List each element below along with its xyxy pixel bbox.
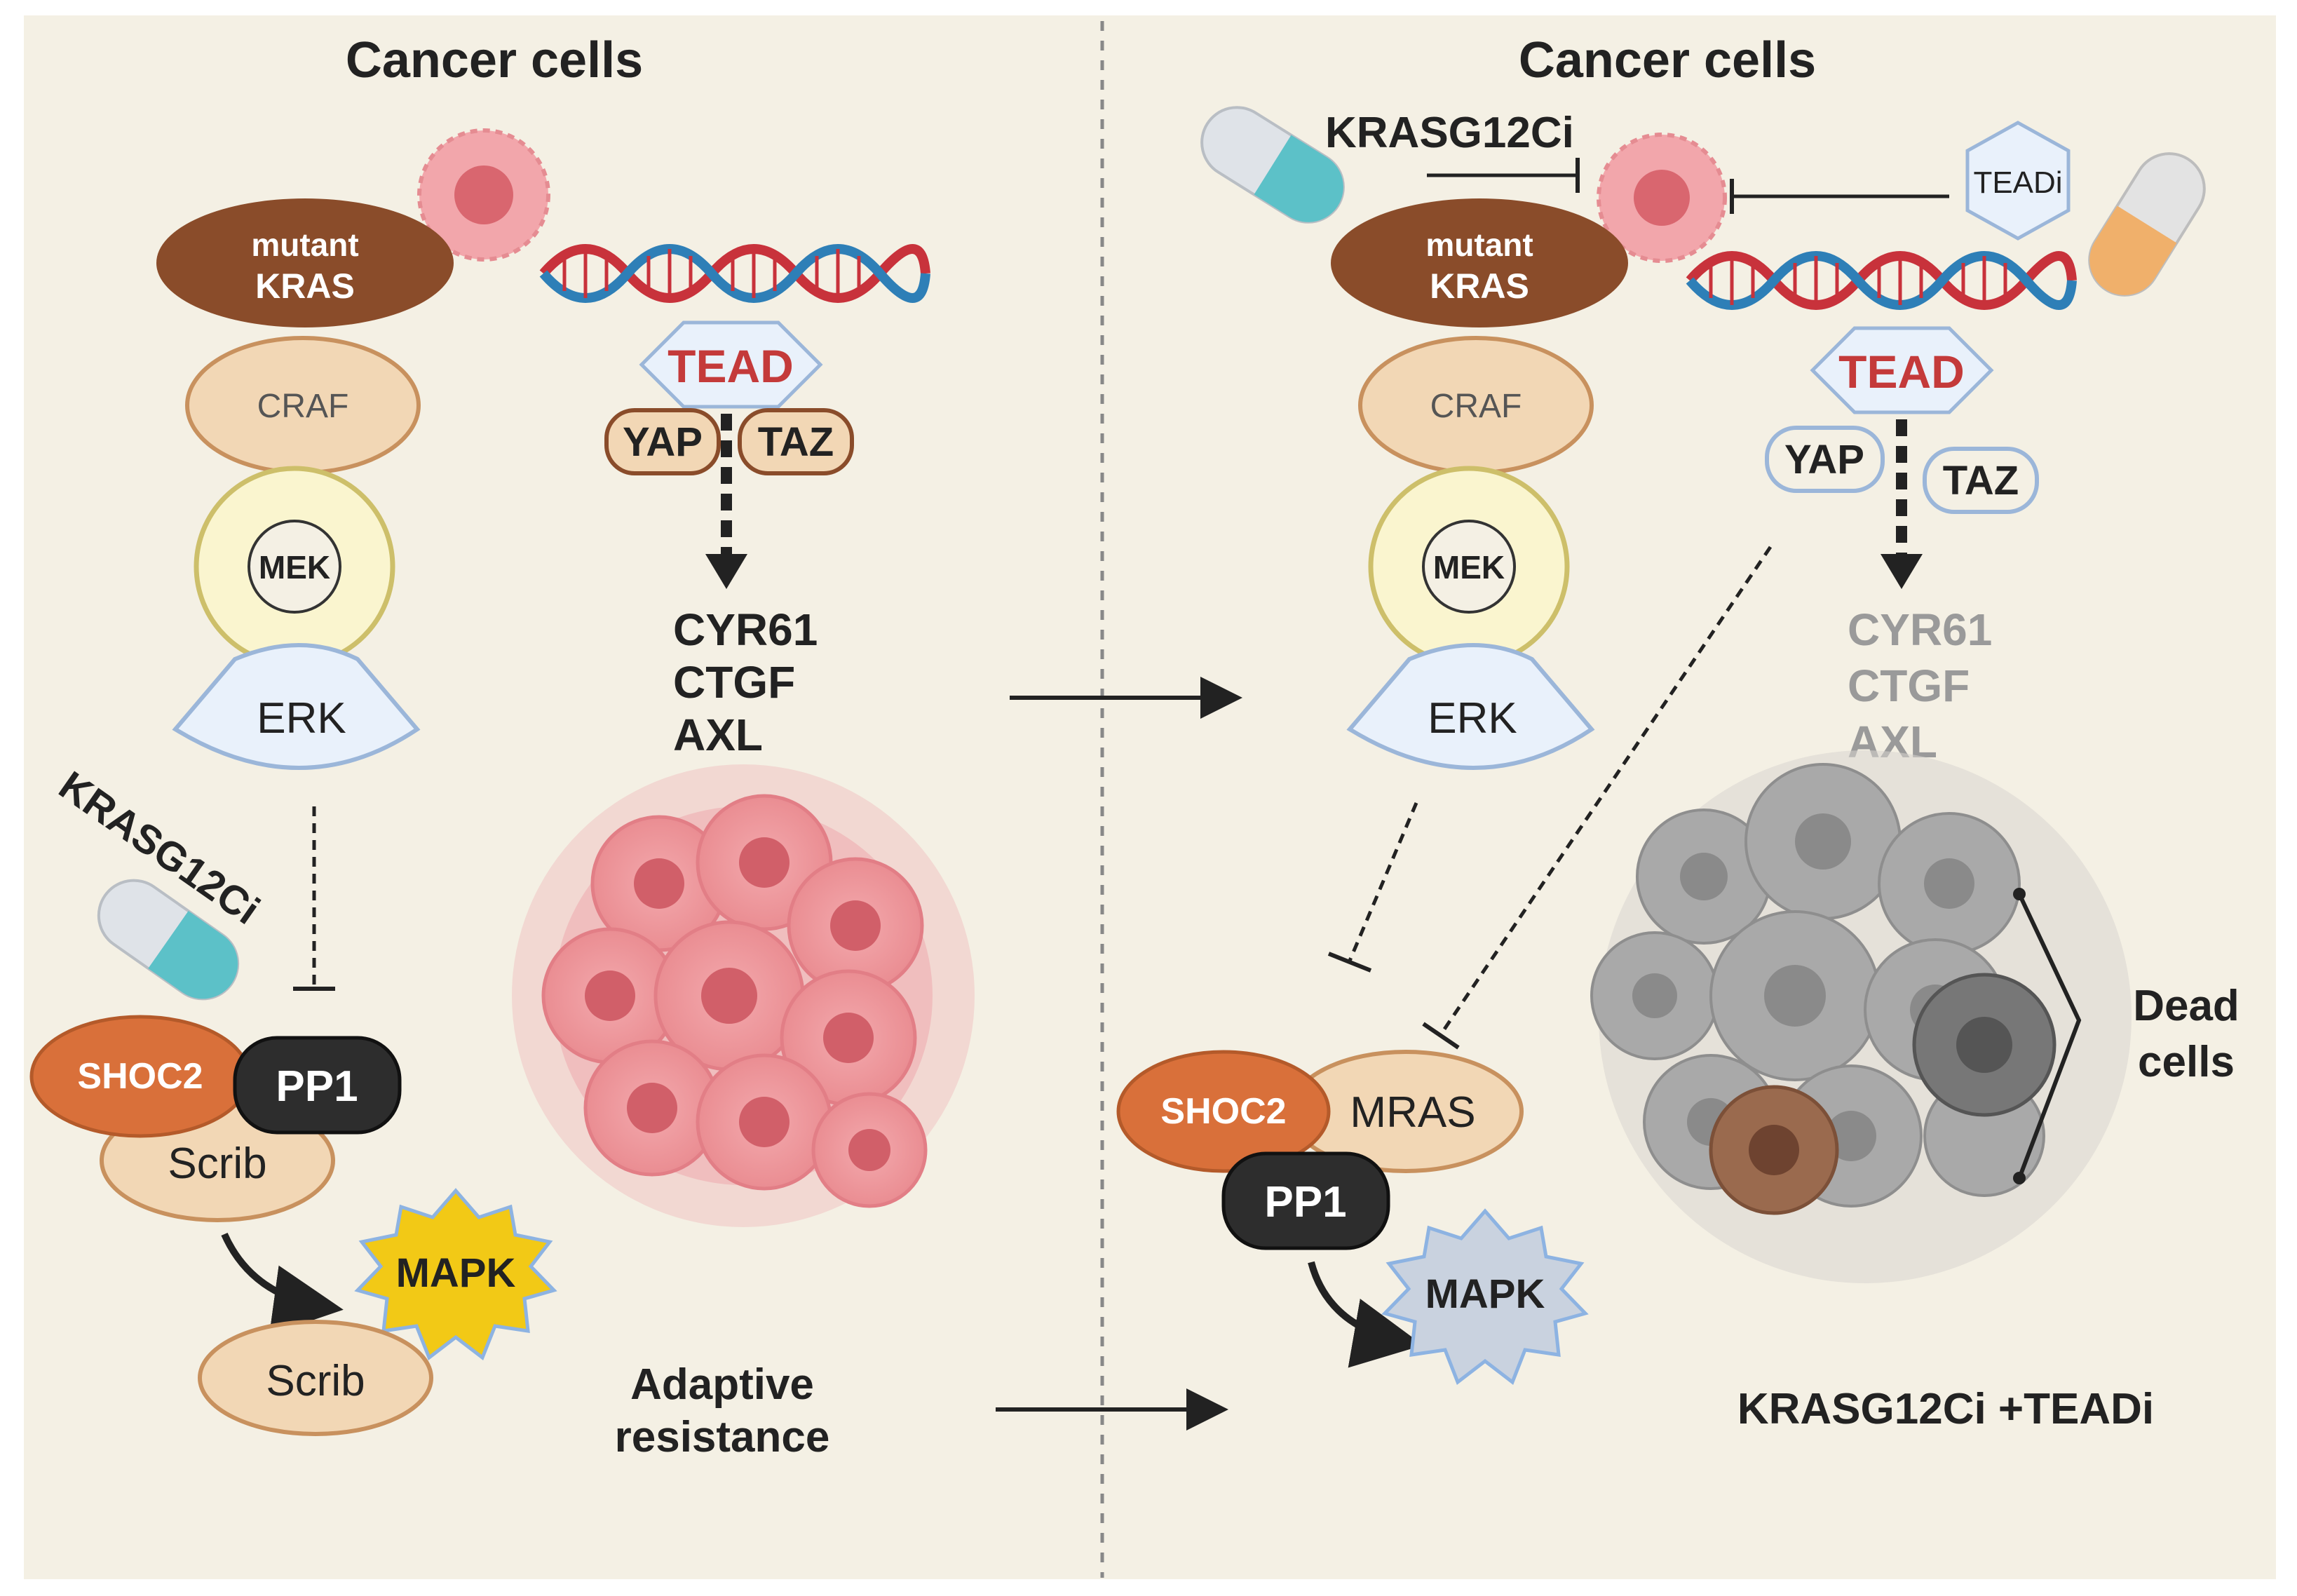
left-small-cancer-cell	[417, 128, 550, 262]
right-yap-label: YAP	[1784, 437, 1864, 482]
dead-cells-cluster-icon	[1590, 750, 2132, 1283]
left-tead-arrow-head	[705, 554, 747, 589]
left-pp1-label: PP1	[276, 1062, 358, 1111]
left-kras-label-2: KRAS	[255, 266, 355, 306]
left-erk-label: ERK	[257, 694, 346, 743]
right-erk-inhibition-bar	[1327, 952, 1372, 973]
right-erk-inhibition-line	[1348, 802, 1418, 961]
right-taz-label: TAZ	[1943, 458, 2019, 503]
right-drug-label: KRASG12Ci	[1325, 109, 1574, 157]
left-erk-shape	[172, 643, 421, 770]
left-taz-label: TAZ	[758, 419, 834, 465]
right-mapk-burst	[1381, 1208, 1589, 1386]
left-yap-box	[604, 408, 721, 475]
right-teadi-label: TEADi	[1973, 165, 2062, 200]
left-gene-3: AXL	[673, 710, 763, 760]
left-mek-label: MEK	[259, 549, 330, 586]
left-mapk-label: MAPK	[396, 1250, 516, 1296]
left-mek-core	[248, 520, 341, 614]
left-caption-2: resistance	[615, 1413, 830, 1461]
left-caption-1: Adaptive	[630, 1360, 814, 1409]
dead-cells-bracket-dot-top	[2013, 888, 2026, 900]
left-scrib-bottom-ellipse	[198, 1320, 433, 1436]
right-curved-arrow	[1308, 1261, 1423, 1368]
right-small-cancer-cell	[1597, 133, 1727, 263]
left-shoc2-label: SHOC2	[77, 1056, 203, 1097]
right-kras-ellipse	[1331, 198, 1628, 327]
right-kras-label-1: mutant	[1425, 226, 1533, 263]
right-pp1-label: PP1	[1264, 1178, 1346, 1226]
left-gene-2: CTGF	[673, 657, 795, 708]
right-title: Cancer cells	[1519, 32, 1816, 88]
right-pp1-box	[1221, 1151, 1390, 1250]
dead-cells-bracket-dot-bottom	[2013, 1172, 2026, 1184]
tumor-cluster-icon	[512, 764, 975, 1227]
left-mapk-burst	[354, 1188, 557, 1360]
dead-cells-label-2: cells	[2138, 1038, 2235, 1086]
right-shoc2-label: SHOC2	[1160, 1091, 1286, 1132]
right-taz-box	[1923, 447, 2039, 514]
right-mras-label: MRAS	[1350, 1088, 1475, 1137]
left-scrib-bottom-label: Scrib	[266, 1357, 365, 1405]
left-curved-arrow	[221, 1232, 344, 1335]
right-erk-label: ERK	[1428, 694, 1517, 743]
right-shoc2-ellipse	[1116, 1050, 1331, 1173]
left-tead-label: TEAD	[668, 340, 794, 392]
right-tead-label: TEAD	[1838, 346, 1965, 398]
right-mapk-label: MAPK	[1425, 1271, 1545, 1317]
right-yap-inhibition-bar	[1422, 1022, 1460, 1050]
right-kras-label-2: KRAS	[1430, 266, 1529, 306]
right-mek-core	[1422, 520, 1516, 614]
right-kras-drug-pill-icon	[1200, 106, 1345, 224]
left-tead-shape	[639, 320, 823, 409]
right-dna-helix-icon	[1686, 251, 2077, 310]
right-yap-box	[1765, 426, 1885, 493]
right-teadi-pill-icon	[2088, 152, 2206, 297]
right-yap-inhibition-line	[1439, 546, 1773, 1036]
left-drug-pill-icon	[97, 879, 240, 1001]
right-caption: KRASG12Ci +TEADi	[1737, 1385, 2154, 1433]
right-mek-label: MEK	[1433, 549, 1505, 586]
left-pp1-box	[233, 1036, 402, 1135]
left-title: Cancer cells	[346, 32, 643, 88]
left-taz-box	[738, 408, 854, 475]
right-craf-label: CRAF	[1430, 388, 1522, 425]
left-scrib-top-label: Scrib	[168, 1139, 266, 1188]
left-kras-label-1: mutant	[251, 226, 358, 263]
left-craf-label: CRAF	[257, 388, 349, 425]
right-tead-shape	[1810, 326, 1994, 414]
right-gene-2: CTGF	[1848, 661, 1970, 711]
left-gene-1: CYR61	[673, 604, 818, 655]
dead-cells-label-1: Dead	[2133, 982, 2240, 1030]
left-dna-helix-icon	[539, 244, 930, 303]
left-kras-ellipse	[156, 198, 454, 327]
right-gene-1: CYR61	[1848, 604, 1992, 655]
left-yap-label: YAP	[623, 419, 703, 465]
right-tead-arrow-head	[1881, 554, 1923, 589]
right-erk-shape	[1346, 643, 1595, 770]
dead-cells-bracket	[2017, 893, 2082, 1179]
right-teadi-hexagon	[1965, 121, 2071, 241]
